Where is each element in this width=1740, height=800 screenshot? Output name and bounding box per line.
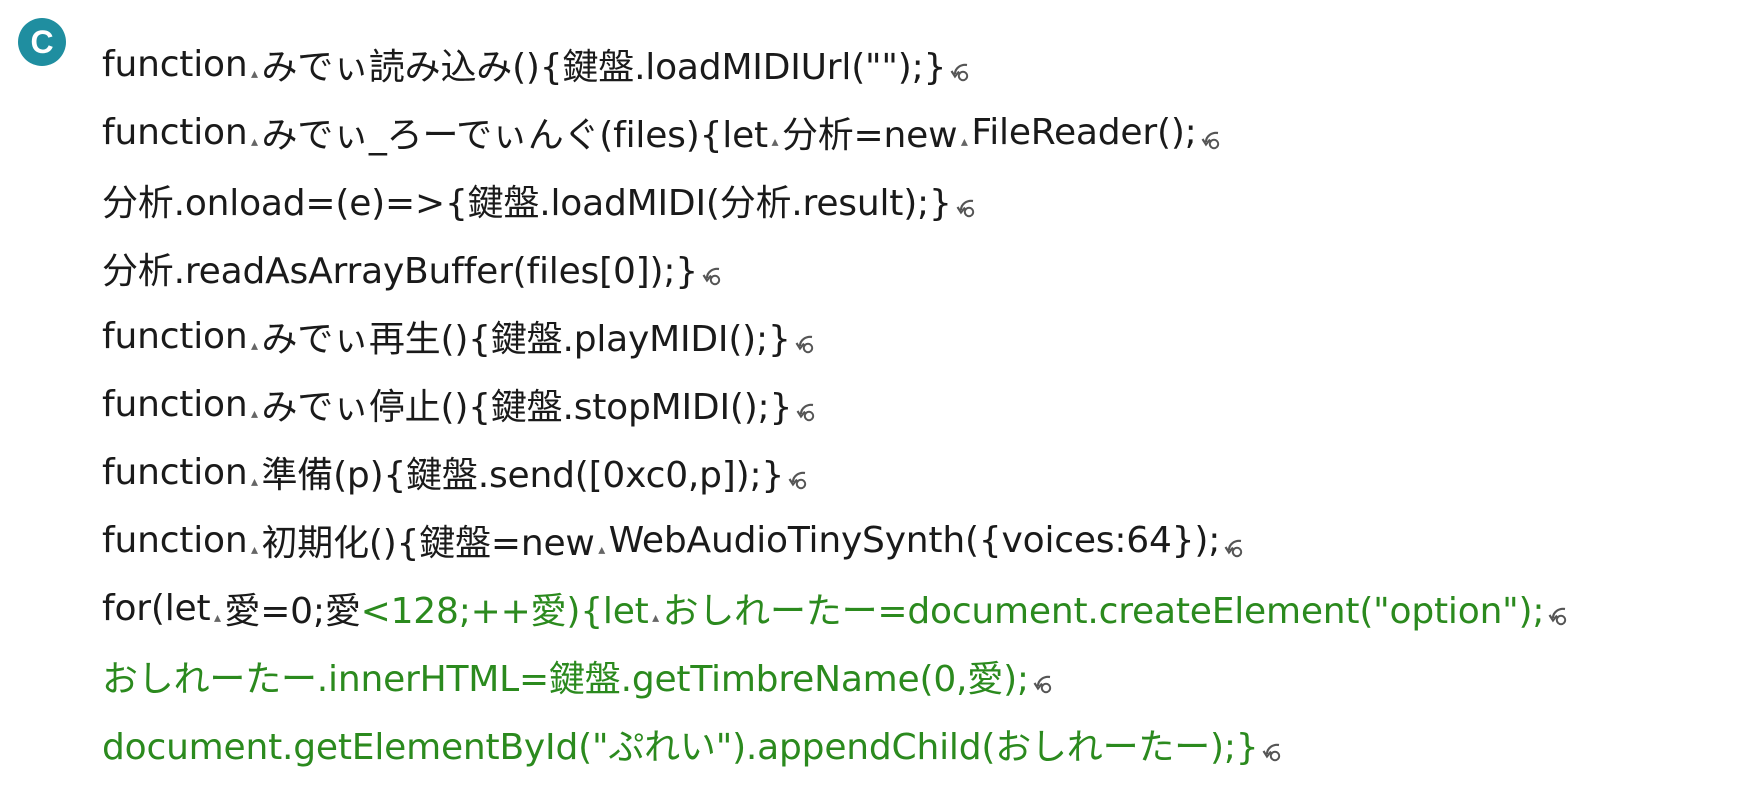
space-mark-icon: ▴ <box>251 66 258 82</box>
code-segment: 愛=0;愛 <box>224 591 361 632</box>
code-segment: function <box>102 519 248 561</box>
code-segment: for(let <box>102 587 211 629</box>
return-mark <box>1262 741 1284 763</box>
code-line: function▴みでぃ停止(){鍵盤.stopMIDI();} <box>102 370 1720 438</box>
space-mark-icon: ▴ <box>598 542 606 558</box>
return-mark-icon <box>1201 131 1219 150</box>
code-segment: function <box>102 43 248 85</box>
return-mark <box>1033 673 1055 695</box>
code-segment: みでぃ_ろーでぃんぐ(files){let <box>261 115 768 156</box>
code-segment: おしれーたー=document.createElement("option"); <box>662 591 1545 632</box>
return-mark-icon <box>956 199 974 218</box>
space-mark-icon: ▴ <box>251 542 258 558</box>
code-segment: function <box>102 383 248 425</box>
space-mark-icon: ▴ <box>960 134 968 150</box>
return-mark-icon <box>1033 675 1052 694</box>
code-segment: <128;++愛){let <box>360 591 649 632</box>
code-line: function▴みでぃ再生(){鍵盤.playMIDI();} <box>102 302 1720 370</box>
code-line: function▴準備(p){鍵盤.send([0xc0,p]);} <box>102 438 1720 506</box>
return-mark-icon <box>1224 539 1243 558</box>
space-mark-icon: ▴ <box>251 338 258 354</box>
code-segment: みでぃ読み込み(){鍵盤.loadMIDIUrl("");} <box>261 47 947 88</box>
return-mark-icon <box>702 267 721 286</box>
return-mark <box>1548 605 1570 627</box>
code-segment: function <box>102 451 248 493</box>
return-mark-icon <box>795 335 813 354</box>
return-mark <box>1201 129 1223 151</box>
space-mark-icon: ▴ <box>251 134 258 150</box>
code-line: for(let▴愛=0;愛<128;++愛){let▴おしれーたー=docume… <box>102 574 1720 642</box>
code-segment: 分析.readAsArrayBuffer(files[0]);} <box>102 251 698 292</box>
code-line: 分析.readAsArrayBuffer(files[0]);} <box>102 234 1720 302</box>
space-mark-icon: ▴ <box>652 610 659 626</box>
code-segment: function <box>102 315 248 357</box>
space-mark-icon: ▴ <box>251 474 258 490</box>
return-mark <box>796 401 818 423</box>
code-segment: みでぃ停止(){鍵盤.stopMIDI();} <box>261 387 793 428</box>
return-mark <box>788 469 810 491</box>
return-mark-icon <box>788 471 807 490</box>
return-mark <box>1224 537 1246 559</box>
code-segment: FileReader(); <box>971 111 1197 153</box>
return-mark-icon <box>1263 743 1281 762</box>
code-line: document.getElementById("ぷれい").appendChi… <box>102 710 1720 778</box>
code-line: おしれーたー.innerHTML=鍵盤.getTimbreName(0,愛); <box>102 642 1720 710</box>
space-mark-icon: ▴ <box>771 134 779 150</box>
code-line: function▴みでぃ読み込み(){鍵盤.loadMIDIUrl("");} <box>102 30 1720 98</box>
return-mark-icon <box>1548 607 1567 626</box>
space-mark-icon: ▴ <box>214 610 221 626</box>
code-segment: おしれーたー.innerHTML=鍵盤.getTimbreName(0,愛); <box>102 659 1029 700</box>
code-segment: 分析=new <box>781 115 958 156</box>
return-mark-icon <box>796 403 815 422</box>
code-segment: 初期化(){鍵盤=new <box>261 523 595 564</box>
code-line: function▴みでぃ_ろーでぃんぐ(files){let▴分析=new▴Fi… <box>102 98 1720 166</box>
return-mark <box>795 333 817 355</box>
code-segment: 準備(p){鍵盤.send([0xc0,p]);} <box>261 455 785 496</box>
code-segment: みでぃ再生(){鍵盤.playMIDI();} <box>261 319 791 360</box>
code-segment: document.getElementById("ぷれい").appendChi… <box>102 727 1259 768</box>
code-line: 分析.onload=(e)=>{鍵盤.loadMIDI(分析.result);} <box>102 166 1720 234</box>
code-segment: function <box>102 111 248 153</box>
return-mark <box>702 265 724 287</box>
return-mark-icon <box>950 63 969 82</box>
code-line: function▴初期化(){鍵盤=new▴WebAudioTinySynth(… <box>102 506 1720 574</box>
code-segment: WebAudioTinySynth({voices:64}); <box>608 519 1221 561</box>
return-mark <box>950 61 972 83</box>
space-mark-icon: ▴ <box>251 406 258 422</box>
return-mark <box>956 197 978 219</box>
section-badge: C <box>18 18 66 66</box>
code-segment: 分析.onload=(e)=>{鍵盤.loadMIDI(分析.result);} <box>102 183 952 224</box>
code-listing: function▴みでぃ読み込み(){鍵盤.loadMIDIUrl("");}f… <box>102 30 1720 778</box>
